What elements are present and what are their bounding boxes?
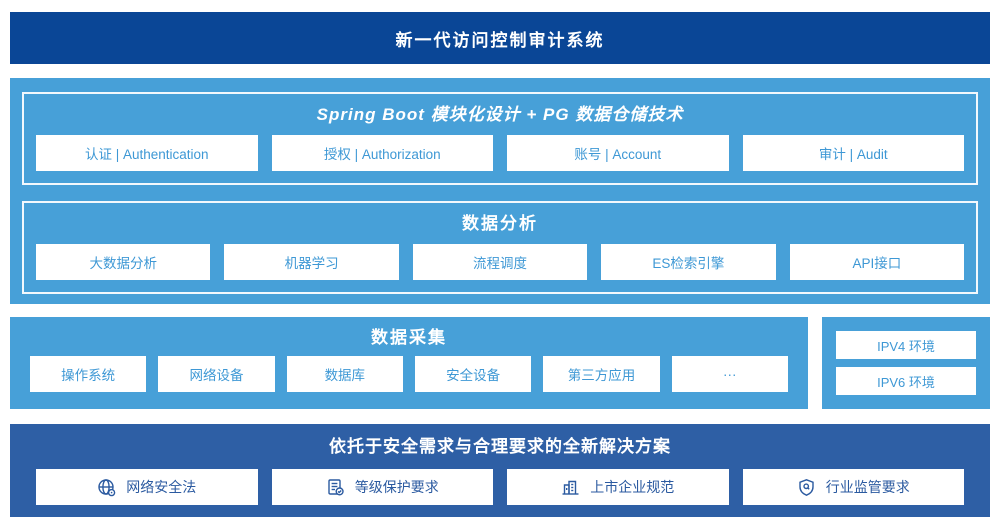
analysis-group: 数据分析 大数据分析 机器学习 流程调度 ES检索引擎 API接口 bbox=[22, 201, 978, 294]
solution-label: 网络安全法 bbox=[126, 479, 197, 495]
environment-section: IPV4 环境 IPV6 环境 bbox=[822, 317, 990, 409]
module-box-api: API接口 bbox=[789, 244, 965, 280]
source-box-thirdparty: 第三方应用 bbox=[543, 356, 660, 392]
collection-section: 数据采集 操作系统 网络设备 数据库 安全设备 第三方应用 ··· bbox=[10, 317, 808, 409]
page-title-banner: 新一代访问控制审计系统 bbox=[10, 12, 990, 64]
module-box-authentication: 认证 | Authentication bbox=[36, 135, 258, 171]
module-box-bigdata: 大数据分析 bbox=[36, 244, 211, 280]
solution-label: 行业监管要求 bbox=[825, 479, 910, 495]
shield-search-icon bbox=[797, 478, 816, 497]
solution-box-cybersecurity-law: 网络安全法 bbox=[36, 469, 258, 505]
analysis-group-title: 数据分析 bbox=[462, 214, 538, 233]
document-check-icon bbox=[326, 478, 345, 497]
springboot-modules-row: 认证 | Authentication 授权 | Authorization 账… bbox=[36, 135, 964, 171]
collection-sources-row: 操作系统 网络设备 数据库 安全设备 第三方应用 ··· bbox=[30, 356, 788, 392]
env-box-ipv4: IPV4 环境 bbox=[836, 331, 976, 359]
building-icon bbox=[561, 478, 580, 497]
solution-items-row: 网络安全法 等级保护要求 bbox=[36, 469, 964, 505]
solution-section: 依托于安全需求与合理要求的全新解决方案 网络安全法 bbox=[10, 424, 990, 517]
collection-title: 数据采集 bbox=[371, 328, 447, 347]
solution-box-industry-regulation: 行业监管要求 bbox=[742, 469, 964, 505]
page-title: 新一代访问控制审计系统 bbox=[395, 30, 605, 50]
solution-title: 依托于安全需求与合理要求的全新解决方案 bbox=[329, 437, 671, 456]
env-box-ipv6: IPV6 环境 bbox=[836, 367, 976, 395]
globe-law-icon bbox=[97, 478, 116, 497]
source-box-database: 数据库 bbox=[286, 356, 403, 392]
solution-label: 等级保护要求 bbox=[354, 479, 439, 495]
springboot-group-title: Spring Boot 模块化设计 + PG 数据仓储技术 bbox=[316, 105, 684, 124]
module-box-account: 账号 | Account bbox=[507, 135, 729, 171]
module-box-ml: 机器学习 bbox=[224, 244, 399, 280]
springboot-group: Spring Boot 模块化设计 + PG 数据仓储技术 认证 | Authe… bbox=[22, 92, 978, 185]
solution-label: 上市企业规范 bbox=[590, 479, 675, 495]
source-box-os: 操作系统 bbox=[30, 356, 147, 392]
platform-section: Spring Boot 模块化设计 + PG 数据仓储技术 认证 | Authe… bbox=[10, 78, 990, 304]
module-box-es: ES检索引擎 bbox=[601, 244, 776, 280]
source-box-network: 网络设备 bbox=[158, 356, 275, 392]
solution-box-classified-protection: 等级保护要求 bbox=[271, 469, 493, 505]
module-box-scheduling: 流程调度 bbox=[412, 244, 588, 280]
analysis-modules-row: 大数据分析 机器学习 流程调度 ES检索引擎 API接口 bbox=[36, 244, 965, 280]
source-box-more: ··· bbox=[671, 356, 788, 392]
module-box-audit: 审计 | Audit bbox=[742, 135, 964, 171]
module-box-authorization: 授权 | Authorization bbox=[271, 135, 493, 171]
solution-box-listed-company: 上市企业规范 bbox=[507, 469, 729, 505]
source-box-security: 安全设备 bbox=[414, 356, 532, 392]
